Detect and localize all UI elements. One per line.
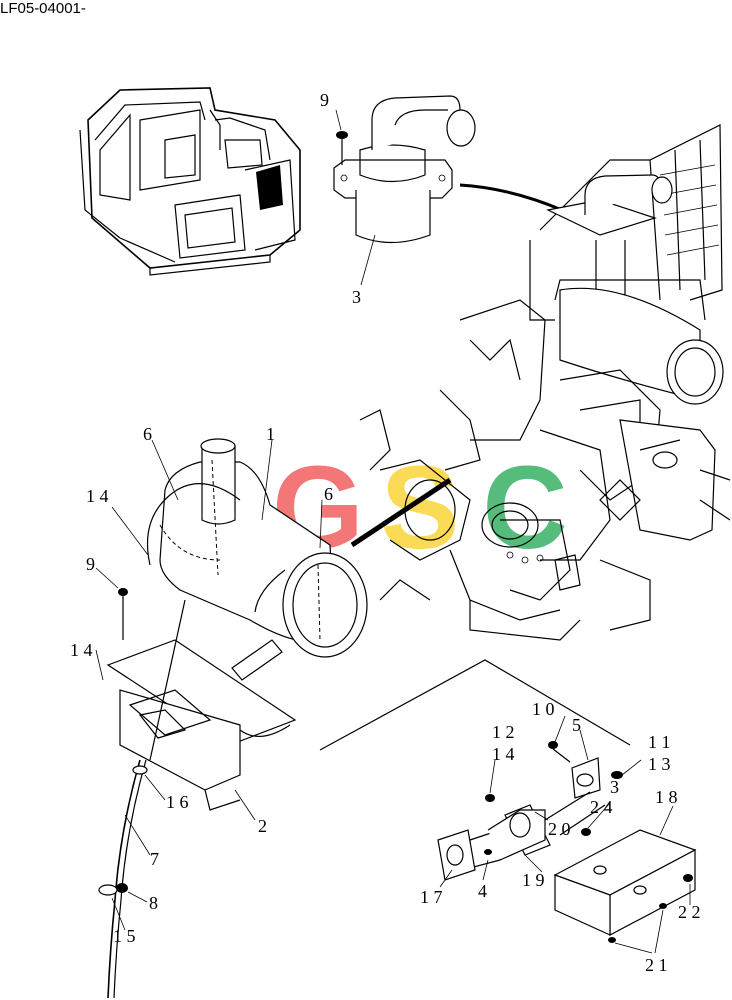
callout-3: 3 — [352, 287, 361, 307]
watermark-letter-4: C — [482, 442, 567, 574]
callout-9-left: 9 — [86, 554, 95, 574]
reference-lines — [319, 659, 631, 751]
callout-14-c: 1 4 — [492, 744, 515, 764]
hose-part-7 — [107, 759, 141, 999]
leader-lines — [95, 109, 691, 954]
callout-5: 5 — [572, 715, 581, 735]
callout-21: 2 1 — [645, 955, 668, 975]
callout-8: 8 — [149, 893, 158, 913]
callout-6-mid: 6 — [324, 484, 333, 504]
document-code: LF05-04001- — [0, 0, 86, 17]
watermark-letter-3: S — [381, 442, 460, 574]
air-cleaner-part-1 — [159, 438, 368, 681]
excavator-overview — [79, 87, 301, 276]
clamp-part-15 — [98, 883, 128, 896]
callout-19: 1 9 — [522, 870, 545, 890]
callout-3-right: 3 — [610, 777, 619, 797]
callout-14-a: 1 4 — [86, 486, 109, 506]
callout-15: 1 5 — [113, 926, 136, 946]
callout-labels: 9 3 6 1 6 1 4 9 1 4 1 6 2 7 8 1 5 1 0 5 … — [70, 90, 701, 975]
assembly-arrow-mid — [350, 477, 452, 548]
assembly-arrow-top — [459, 183, 563, 212]
bolt-9-top — [336, 131, 348, 165]
callout-12: 1 2 — [492, 722, 515, 742]
bracket-part-2 — [106, 639, 297, 811]
callout-2: 2 — [258, 816, 267, 836]
callout-18: 1 8 — [655, 787, 678, 807]
callout-6-left: 6 — [143, 424, 152, 444]
callout-17: 1 7 — [420, 887, 443, 907]
callout-13: 1 3 — [648, 754, 671, 774]
callout-9-top: 9 — [320, 90, 329, 110]
callout-1: 1 — [266, 424, 275, 444]
callout-20: 2 0 — [548, 819, 571, 839]
callout-24: 2 4 — [590, 797, 613, 817]
callout-22: 2 2 — [678, 902, 701, 922]
precleaner-part-3 — [333, 95, 476, 244]
callout-7: 7 — [150, 849, 159, 869]
callout-14-b: 1 4 — [70, 640, 93, 660]
bracket-assembly — [437, 741, 697, 943]
callout-4: 4 — [478, 881, 487, 901]
callout-11: 1 1 — [648, 732, 671, 752]
callout-16: 1 6 — [166, 792, 189, 812]
engine-assembly — [359, 124, 731, 641]
callout-10: 1 0 — [532, 699, 555, 719]
bolt-9-left — [118, 588, 128, 640]
clamp-part-16 — [132, 765, 148, 775]
strap-part-14 — [146, 483, 241, 566]
